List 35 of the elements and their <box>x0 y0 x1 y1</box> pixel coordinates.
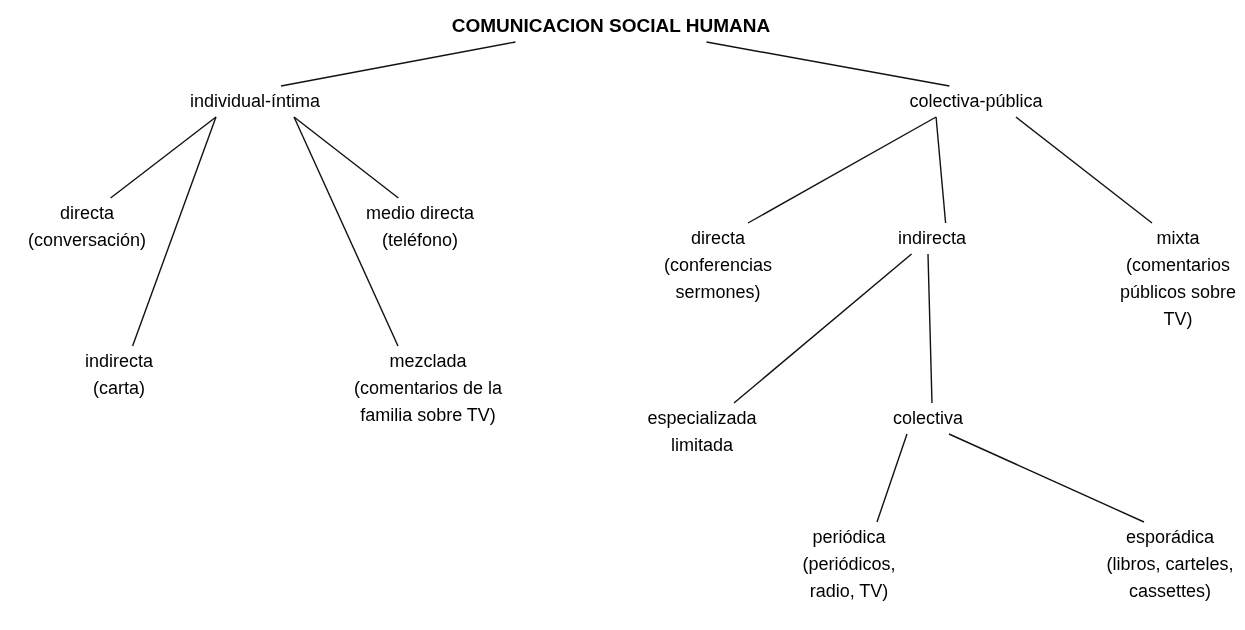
category-label: colectiva-pública <box>909 90 1043 113</box>
category-label: indirecta <box>84 350 153 373</box>
connector-line <box>747 116 937 224</box>
category-label: mezclada <box>389 350 467 373</box>
example-text: (carta) <box>93 377 145 400</box>
connector-line <box>280 41 517 87</box>
category-label: individual-íntima <box>189 90 321 113</box>
category-label: directa <box>60 202 114 225</box>
example-text: (periódicos, radio, TV) <box>801 553 897 603</box>
category-label: especializada limitada <box>646 407 758 457</box>
connector-line <box>876 433 908 523</box>
connector-line <box>705 41 951 87</box>
connector-line <box>948 433 1145 523</box>
category-label: esporádica <box>1125 526 1215 549</box>
example-text: (conferencias sermones) <box>662 254 774 304</box>
example-text: (libros, carteles, cassettes) <box>1105 553 1235 603</box>
connector-line <box>733 253 913 404</box>
category-label: medio directa <box>365 202 475 225</box>
connector-line <box>1015 116 1153 224</box>
connector-line <box>293 116 399 347</box>
category-label: indirecta <box>897 227 966 250</box>
connector-line <box>293 116 400 199</box>
example-text: (comentarios públicos sobre TV) <box>1118 254 1238 331</box>
example-text: (conversación) <box>27 229 146 252</box>
connector-line <box>109 116 217 199</box>
category-label: directa <box>691 227 745 250</box>
connector-line <box>927 253 933 404</box>
category-label: colectiva <box>893 407 963 430</box>
heading-text: COMUNICACION SOCIAL HUMANA <box>451 14 771 38</box>
connector-line <box>131 116 217 347</box>
connector-line <box>935 116 947 224</box>
category-label: mixta <box>1156 227 1200 250</box>
example-text: (teléfono) <box>381 229 458 252</box>
category-label: periódica <box>812 526 886 549</box>
example-text: (comentarios de la familia sobre TV) <box>353 377 503 427</box>
